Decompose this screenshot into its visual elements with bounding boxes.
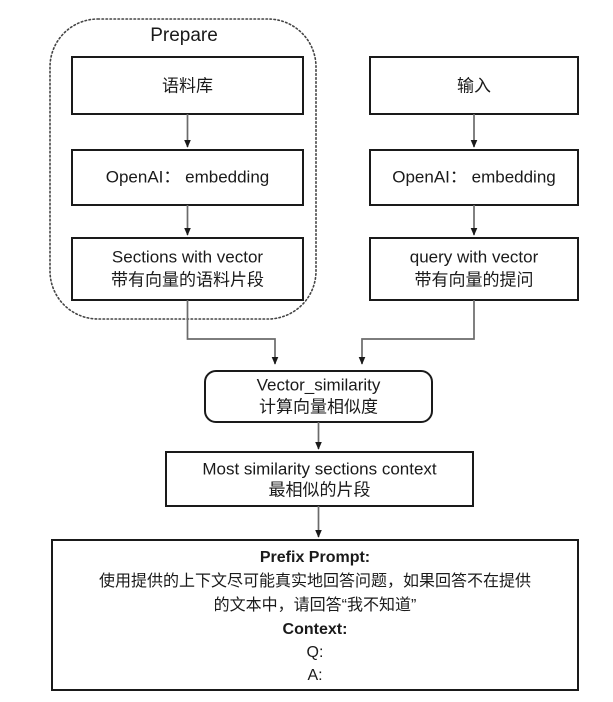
node-most-similarity-context-label-en: Most similarity sections context — [202, 459, 437, 478]
node-query-with-vector[interactable] — [369, 237, 579, 301]
node-most-similarity-context[interactable] — [165, 451, 474, 507]
edge-query-to-vector-similarity — [358, 300, 475, 365]
node-sections-with-vector-label-cn: 带有向量的语料片段 — [111, 270, 264, 289]
node-sections-with-vector[interactable] — [71, 237, 304, 301]
prepare-group-label: Prepare — [150, 25, 218, 46]
node-vector-similarity-label-en: Vector_similarity — [257, 375, 381, 394]
prompt-context-heading: Context: — [283, 621, 348, 638]
prompt-answer-label: A: — [307, 667, 322, 684]
node-input-embedding-label: OpenAI： embedding — [392, 167, 556, 186]
node-corpus-embedding-label: OpenAI： embedding — [106, 167, 270, 186]
node-query-with-vector-label-en: query with vector — [410, 247, 539, 266]
prompt-heading: Prefix Prompt: — [260, 549, 370, 566]
node-vector-similarity-label-cn: 计算向量相似度 — [259, 397, 378, 416]
node-most-similarity-context-label-cn: 最相似的片段 — [269, 480, 371, 499]
node-prefix-prompt[interactable] — [51, 539, 579, 691]
node-corpus-embedding[interactable] — [71, 149, 304, 206]
prompt-body-line-2: 的文本中，请回答“我不知道” — [214, 596, 417, 614]
node-sections-with-vector-label-en: Sections with vector — [112, 247, 264, 266]
node-input[interactable] — [369, 56, 579, 115]
prepare-group-container — [49, 18, 317, 320]
prompt-body-line-1: 使用提供的上下文尽可能真实地回答问题，如果回答不在提供 — [99, 572, 531, 590]
node-input-label: 输入 — [457, 76, 491, 95]
node-query-with-vector-label-cn: 带有向量的提问 — [415, 270, 534, 289]
edge-sections-to-vector-similarity — [186, 300, 279, 365]
node-input-embedding[interactable] — [369, 149, 579, 206]
node-corpus-label: 语料库 — [162, 76, 213, 95]
prompt-question-label: Q: — [307, 644, 324, 661]
